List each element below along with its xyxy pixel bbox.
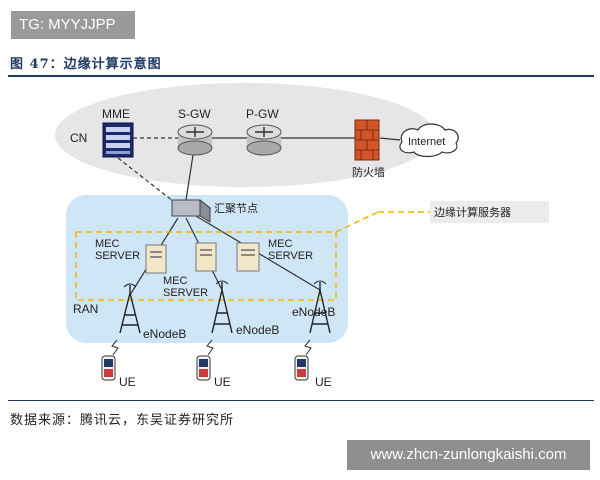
radio-links	[111, 339, 312, 356]
label-line: SERVER	[163, 287, 208, 299]
label-line: SERVER	[95, 250, 140, 262]
mec-callout-box	[75, 231, 337, 301]
aggregation-switch-icon	[170, 198, 212, 223]
sgw-aggregation-link	[185, 154, 194, 201]
firewall-icon	[354, 119, 380, 161]
label-line: MEC	[95, 238, 120, 250]
callout-label-bg	[430, 201, 549, 223]
figure-title: 图 47：边缘计算示意图	[10, 57, 162, 72]
pgw-label: P-GW	[246, 107, 279, 121]
sgw-router-icon	[177, 124, 213, 156]
enodeb-3-label: eNodeB	[292, 305, 335, 319]
firewall-label: 防火墙	[352, 165, 385, 179]
ue-phone-2-icon	[196, 355, 211, 381]
label-line: SERVER	[268, 250, 313, 262]
ran-label: RAN	[73, 302, 98, 316]
bottom-rule	[8, 400, 594, 401]
ue-3-label: UE	[315, 375, 332, 389]
edge-callout-label: 边缘计算服务器	[434, 205, 511, 219]
label-line: MEC	[163, 275, 188, 287]
ue-phone-1-icon	[101, 355, 116, 381]
pgw-router-icon	[246, 124, 282, 156]
callout-leader	[335, 211, 379, 233]
enodeb-tower-2-icon	[211, 280, 233, 334]
label-line: MEC	[268, 238, 293, 250]
enodeb-1-label: eNodeB	[143, 327, 186, 341]
radio-link-3	[304, 339, 312, 356]
mme-icon	[102, 122, 134, 158]
cn-region	[55, 83, 435, 187]
source-note: 数据来源：腾讯云，东吴证券研究所	[10, 413, 235, 428]
enodeb-2-label: eNodeB	[236, 323, 279, 337]
mme-aggregation-link	[117, 157, 179, 206]
radio-link-2	[206, 339, 214, 356]
sgw-label: S-GW	[178, 107, 211, 121]
ue-1-label: UE	[119, 375, 136, 389]
internet-cloud-icon	[399, 123, 459, 158]
firewall-internet-link	[379, 137, 401, 141]
mec-server-1-icon	[145, 244, 167, 274]
site-watermark: www.zhcn-zunlongkaishi.com	[347, 440, 590, 470]
watermark-tag: TG: MYYJJPP	[11, 11, 135, 39]
top-rule	[8, 75, 594, 77]
mme-label: MME	[102, 107, 130, 121]
mec-server-3-icon	[236, 242, 260, 272]
ue-phone-3-icon	[294, 355, 309, 381]
ue-2-label: UE	[214, 375, 231, 389]
enodeb-tower-3-icon	[309, 280, 331, 334]
aggregation-label: 汇聚节点	[214, 202, 258, 215]
internet-label: Internet	[408, 136, 445, 148]
mec-server-2-icon	[195, 242, 217, 272]
cn-label: CN	[70, 131, 87, 145]
radio-link-1	[111, 339, 119, 356]
enodeb-tower-1-icon	[119, 283, 141, 334]
